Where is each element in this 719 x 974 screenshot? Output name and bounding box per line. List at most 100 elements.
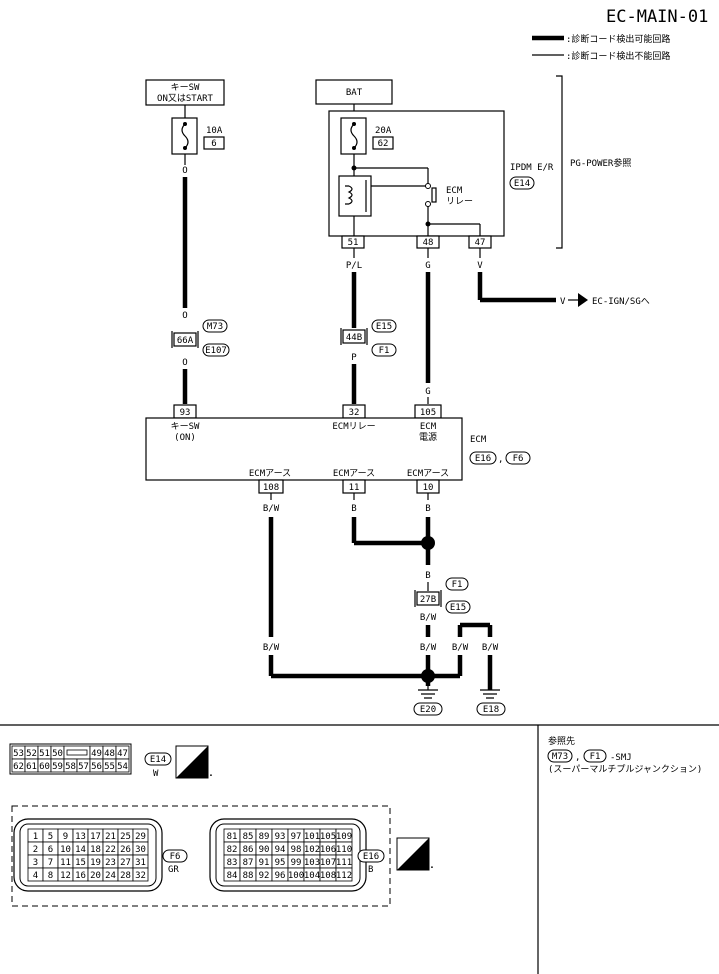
wire-pl: P/L: [346, 261, 362, 271]
e16-pin: 103: [304, 858, 320, 868]
conn-f1-b: F1: [452, 580, 463, 590]
f6-pin: 8: [48, 871, 53, 881]
e14-pin: 62: [13, 762, 24, 772]
ref-f1: F1: [590, 752, 601, 762]
e14-id: E14: [150, 755, 166, 765]
conn-e107: E107: [205, 346, 227, 356]
e16-pin: 90: [259, 845, 270, 855]
e16-pin: 94: [275, 845, 286, 855]
e16-pin: 95: [275, 858, 286, 868]
conn-e15: E15: [376, 322, 392, 332]
f6-pin: 3: [33, 858, 38, 868]
e16-pin: 87: [243, 858, 254, 868]
ecm-term-11: 11: [349, 483, 360, 493]
e16-pin: 82: [227, 845, 238, 855]
e16-pin: 99: [291, 858, 302, 868]
e14-pin: 58: [65, 762, 76, 772]
f6-pin: 1: [33, 832, 38, 842]
e16-pin: 89: [259, 832, 270, 842]
ref-m73: M73: [552, 752, 568, 762]
wire-b-splice: B: [425, 571, 430, 581]
f6-pin: 14: [75, 845, 86, 855]
e16-pin: 109: [336, 832, 352, 842]
e16-pin: 97: [291, 832, 302, 842]
ref-heading: 参照先: [548, 735, 575, 747]
e16-color: B: [368, 865, 373, 875]
e14-pin: 57: [78, 762, 89, 772]
relay-label1: ECM: [446, 186, 463, 196]
legend-undetectable: :診断コード検出不能回路: [566, 50, 670, 62]
f6-pin: 21: [105, 832, 116, 842]
ref-sep: ,: [575, 753, 580, 763]
ecm-relay-label: ECMリレー: [332, 422, 375, 432]
ecm-conn-sep: ,: [498, 455, 503, 465]
ecm-term-93: 93: [180, 408, 191, 418]
ecm-keysw-label: キーSW: [171, 422, 200, 432]
e16-pin: 112: [336, 871, 352, 881]
legend-detectable: :診断コード検出可能回路: [566, 33, 670, 45]
f6-pin: 11: [60, 858, 71, 868]
hs-label: H.S.: [413, 861, 435, 871]
ground-e18: E18: [483, 705, 499, 715]
e16-id: E16: [363, 852, 379, 862]
f6-pin: 10: [60, 845, 71, 855]
f6-pin: 29: [135, 832, 146, 842]
ipdm-conn: E14: [514, 179, 530, 189]
e14-pin: 60: [39, 762, 50, 772]
e14-pin: 50: [52, 749, 63, 759]
ecm-keysw-on: (ON): [174, 433, 196, 443]
f6-pin: 23: [105, 858, 116, 868]
ecm-term-108: 108: [263, 483, 279, 493]
bat-label: BAT: [346, 88, 363, 98]
e14-pin: 59: [52, 762, 63, 772]
connector-66a-label: 66A: [177, 336, 194, 346]
e16-pin: 102: [304, 845, 320, 855]
f6-pin: 24: [105, 871, 116, 881]
f6-pin: 25: [120, 832, 131, 842]
connector-27b: [416, 591, 440, 606]
f6-pin: 17: [90, 832, 101, 842]
e16-pin: 104: [304, 871, 320, 881]
e14-pin: 55: [104, 762, 115, 772]
e16-pin: 100: [288, 871, 304, 881]
f6-pin: 9: [63, 832, 68, 842]
key-sw-state: ON又はSTART: [157, 93, 214, 104]
f6-color: GR: [168, 865, 179, 875]
splice-1: [421, 536, 435, 550]
e14-pin: 47: [117, 749, 128, 759]
e16-pin: 96: [275, 871, 286, 881]
f6-pin: 4: [33, 871, 38, 881]
ground-e20: E20: [420, 705, 436, 715]
dashed-enclosure: [11, 805, 391, 907]
wire-g-bottom: G: [425, 387, 430, 397]
ecm-term-105: 105: [420, 408, 436, 418]
wire-bw-27b-low: B/W: [420, 643, 437, 653]
page-title: EC-MAIN-01: [606, 7, 708, 27]
ref-suffix: -SMJ: [610, 753, 632, 763]
f6-pin: 30: [135, 845, 146, 855]
ref-desc: (スーパーマルチプルジャンクション): [548, 764, 702, 775]
relay-label2: リレー: [446, 197, 473, 207]
ecm-ground-label-10: ECMアース: [407, 469, 449, 479]
ecm-name: ECM: [470, 435, 487, 445]
e16-pin: 111: [336, 858, 352, 868]
f6-id: F6: [170, 852, 181, 862]
wire-bw-108: B/W: [263, 504, 280, 514]
ground-icon: [418, 689, 438, 699]
wire-bw-e20b: B/W: [452, 643, 469, 653]
hs-label: H.S.: [192, 769, 214, 779]
e14-color: W: [153, 769, 159, 779]
e16-pin: 101: [304, 832, 320, 842]
wire-o: O: [182, 166, 187, 176]
connector-44b-label: 44B: [346, 333, 362, 343]
e16-pin: 108: [320, 871, 336, 881]
ipdm-name: IPDM E/R: [510, 163, 554, 173]
fuse-20a-no: 62: [378, 139, 389, 149]
f6-pin: 18: [90, 845, 101, 855]
wire-v-out: V: [560, 297, 566, 307]
bat-box: [315, 79, 393, 105]
ecm-conn-e16: E16: [475, 454, 491, 464]
ecm-ground-label-108: ECMアース: [249, 469, 291, 479]
ground-icon: [480, 689, 500, 699]
